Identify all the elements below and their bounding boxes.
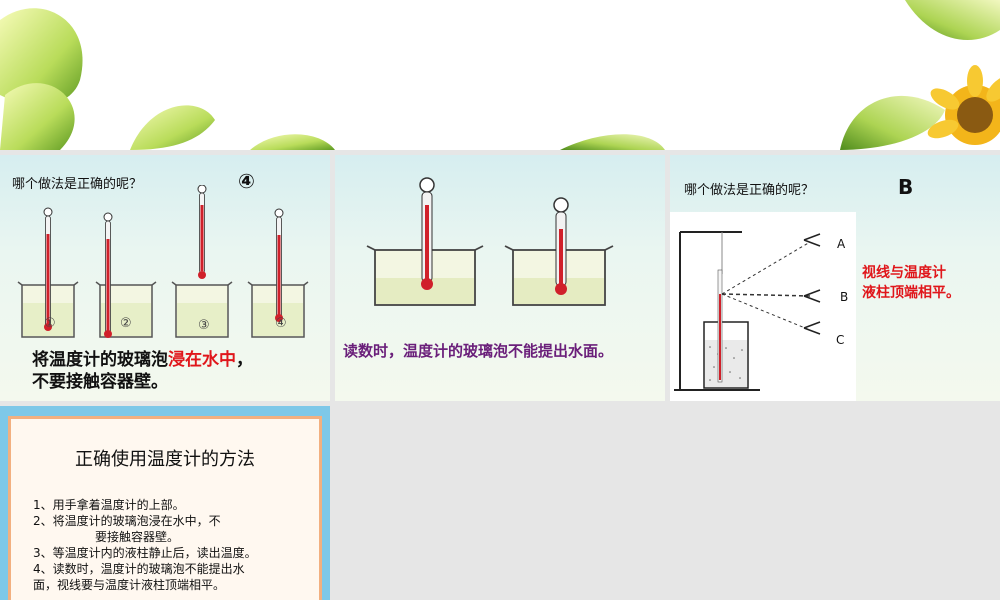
answer-label: B	[898, 175, 914, 199]
caption-suffix: ，	[236, 350, 253, 370]
caption-line2: 不要接触容器壁。	[32, 372, 168, 392]
slide2-caption: 读数时，温度计的玻璃泡不能提出水面。	[343, 342, 614, 360]
step-2: 2、将温度计的玻璃泡浸在水中，不	[33, 514, 221, 528]
slide-immersion[interactable]: 哪个做法是正确的呢？ ④	[0, 155, 330, 401]
note-line2: 液柱顶端相平。	[862, 285, 960, 301]
note-line1: 视线与温度计	[862, 265, 946, 281]
question-text: 哪个做法是正确的呢？	[12, 177, 143, 192]
step-3: 3、等温度计内的液柱静止后，读出温度。	[33, 546, 257, 560]
answer-label: ④	[238, 169, 255, 193]
view-label-b: B	[840, 290, 849, 304]
slide-reading[interactable]: 读数时，温度计的玻璃泡不能提出水面。	[335, 155, 665, 401]
step-4: 4、读数时，温度计的玻璃泡不能提出水	[33, 562, 245, 576]
summary-title: 正确使用温度计的方法	[75, 449, 255, 470]
thermometer-in-water	[419, 177, 435, 290]
sightline-note: 视线与温度计 液柱顶端相平。	[862, 263, 960, 303]
beakers-illustration	[17, 185, 309, 338]
caption-highlight: 浸在水中	[168, 350, 236, 370]
reading-illustration	[366, 177, 614, 306]
step-2-cont: 要接触容器壁。	[95, 530, 180, 544]
slide1-caption: 将温度计的玻璃泡浸在水中， 不要接触容器壁。	[32, 349, 253, 393]
caption-prefix: 将温度计的玻璃泡	[32, 350, 168, 370]
beaker-label-2: ②	[120, 316, 132, 331]
view-label-c: C	[836, 333, 845, 347]
beaker-label-3: ③	[198, 318, 210, 333]
step-4-cont: 面，视线要与温度计液柱顶端相平。	[33, 578, 226, 592]
step-1: 1、用手拿着温度计的上部。	[33, 498, 185, 512]
leaf-decoration-icon	[0, 0, 1000, 150]
eye-icon	[803, 233, 821, 335]
beaker-label-1: ①	[44, 316, 56, 331]
summary-steps: 1、用手拿着温度计的上部。 2、将温度计的玻璃泡浸在水中，不 要接触容器壁。 3…	[33, 497, 323, 593]
thermometer-lifted	[553, 197, 569, 295]
slide-summary[interactable]: 正确使用温度计的方法 1、用手拿着温度计的上部。 2、将温度计的玻璃泡浸在水中，…	[0, 406, 330, 600]
view-label-a: A	[837, 237, 846, 251]
slide-sightline[interactable]: 哪个做法是正确的呢？ B A B C 视线与温度计	[670, 155, 1000, 401]
question-text: 哪个做法是正确的呢？	[684, 183, 815, 198]
beaker-label-4: ④	[275, 316, 287, 331]
thermometer-1	[43, 207, 53, 331]
decorative-banner	[0, 0, 1000, 150]
sightline-diagram	[670, 212, 856, 401]
summary-card: 正确使用温度计的方法 1、用手拿着温度计的上部。 2、将温度计的玻璃泡浸在水中，…	[8, 416, 322, 600]
